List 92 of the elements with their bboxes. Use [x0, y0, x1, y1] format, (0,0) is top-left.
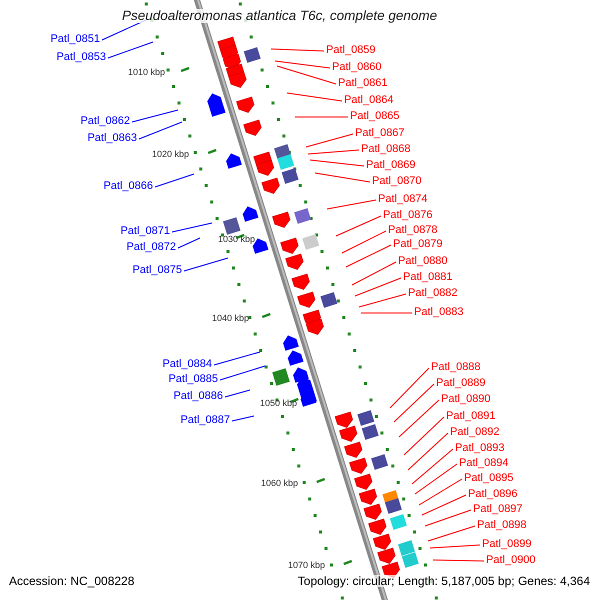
gene-label: Patl_0859	[326, 45, 388, 56]
gene-label: Patl_0884	[150, 359, 212, 370]
leader-line	[390, 368, 430, 408]
gene-label: Patl_0892	[450, 427, 512, 438]
scale-label: 1020 kbp	[152, 150, 190, 159]
gene-label: Patl_0900	[486, 555, 548, 566]
leader-line	[138, 122, 182, 140]
gene-label: Patl_0883	[414, 307, 476, 318]
leader-line	[394, 384, 434, 422]
leader-line	[274, 60, 330, 68]
leader-line	[430, 544, 480, 548]
gene-label: Patl_0895	[464, 473, 526, 484]
gene-label: Patl_0860	[332, 62, 394, 73]
gene-label: Patl_0869	[366, 160, 428, 171]
gene-label: Patl_0862	[68, 116, 130, 127]
gene-label: Patl_0885	[156, 374, 218, 385]
leader-line	[308, 150, 360, 154]
leader-line	[306, 134, 354, 148]
leader-line	[314, 172, 370, 182]
leader-line	[342, 230, 386, 254]
leader-line	[276, 66, 336, 84]
scale-label: 1060 kbp	[261, 479, 298, 488]
leader-line	[294, 116, 348, 118]
gene-label: Patl_0880	[398, 256, 460, 267]
leader-line	[310, 160, 364, 166]
gene-label: Patl_0872	[114, 242, 176, 253]
gene-label: Patl_0897	[473, 504, 535, 515]
leader-line	[224, 390, 250, 398]
gene-label: Patl_0870	[372, 176, 434, 187]
leader-line	[432, 560, 484, 562]
gene-label: Patl_0881	[403, 272, 465, 283]
gene-label: Patl_0896	[468, 489, 530, 500]
gene-label: Patl_0876	[383, 210, 445, 221]
gene-label: Patl_0861	[338, 78, 400, 89]
gene-label: Patl_0893	[455, 443, 517, 454]
leader-line	[108, 42, 154, 58]
gene-label: Patl_0890	[441, 394, 503, 405]
scale-label: 1050 kbp	[260, 399, 298, 408]
gene-label: Patl_0886	[161, 391, 223, 402]
gene-label: Patl_0867	[355, 128, 417, 139]
gene-label: Patl_0868	[361, 144, 423, 155]
leader-line	[232, 416, 254, 422]
gene-label: Patl_0866	[91, 181, 153, 192]
leader-line	[424, 510, 472, 526]
leader-line	[154, 174, 194, 188]
gene-label: Patl_0851	[38, 34, 100, 45]
gene-label: Patl_0888	[431, 362, 493, 373]
gene-label: Patl_0879	[393, 239, 455, 250]
leader-line	[326, 200, 376, 210]
leader-line	[404, 416, 444, 456]
leader-line	[132, 110, 178, 122]
leader-line	[418, 478, 462, 506]
leader-line	[428, 526, 476, 542]
gene-label: Patl_0898	[477, 520, 539, 531]
leader-line	[178, 238, 200, 248]
gene-label: Patl_0899	[482, 539, 544, 550]
leader-line	[358, 294, 406, 308]
gene-label: Patl_0863	[75, 133, 137, 144]
leader-line	[422, 494, 466, 516]
gene-label: Patl_0865	[350, 111, 412, 122]
leader-line	[412, 448, 454, 484]
leader-line	[172, 222, 212, 232]
leader-line	[346, 244, 392, 268]
gene-label: Patl_0882	[408, 288, 470, 299]
gene-label: Patl_0853	[44, 52, 106, 63]
gene-label: Patl_0891	[446, 411, 508, 422]
gene-label: Patl_0871	[108, 226, 170, 237]
leader-line	[336, 216, 382, 236]
scale-label: 1070 kbp	[288, 561, 326, 570]
genome-summary-text: Topology: circular; Length: 5,187,005 bp; Genes: 4,364	[298, 575, 590, 587]
leader-line	[286, 92, 342, 102]
leader-line	[352, 262, 396, 286]
scale-label: 1010 kbp	[128, 68, 166, 77]
leader-line	[360, 312, 412, 314]
leader-line	[214, 352, 260, 366]
leader-line	[408, 432, 448, 470]
leader-line	[414, 464, 458, 494]
gene-label: Patl_0894	[459, 458, 521, 469]
leader-line	[184, 258, 228, 272]
gene-label: Patl_0887	[168, 415, 230, 426]
gene-label: Patl_0889	[436, 378, 498, 389]
leader-line	[270, 48, 324, 52]
accession-text: Accession: NC_008228	[9, 575, 134, 587]
gene-label: Patl_0864	[344, 95, 406, 106]
gene-label: Patl_0878	[388, 225, 450, 236]
scale-label: 1040 kbp	[212, 314, 250, 323]
gene-label: Patl_0875	[120, 265, 182, 276]
scale-label: 1030 kbp	[218, 235, 256, 244]
gene-label: Patl_0874	[378, 194, 440, 205]
leader-line	[220, 366, 266, 380]
leader-line	[398, 400, 440, 438]
leader-line	[354, 278, 402, 296]
